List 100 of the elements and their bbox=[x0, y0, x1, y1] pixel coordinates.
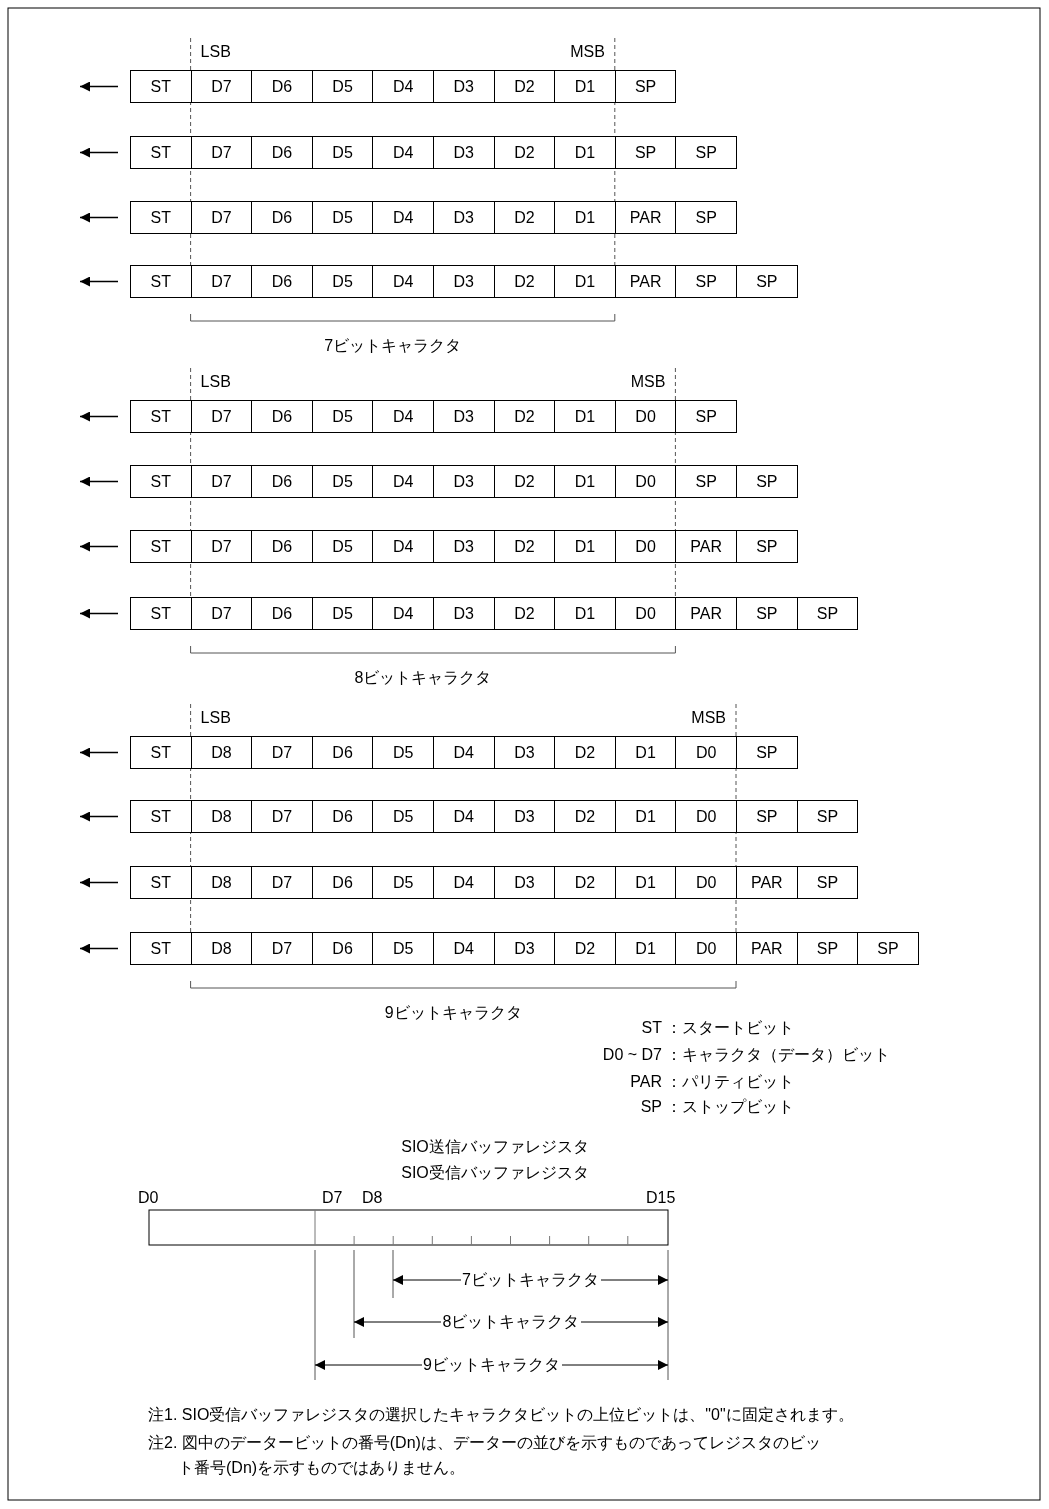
bit-field-cell: SP bbox=[675, 400, 737, 433]
bit-field-cell: SP bbox=[675, 201, 737, 234]
bit-field-cell: D5 bbox=[311, 465, 374, 498]
bit-field-cell: D6 bbox=[311, 736, 374, 769]
bit-field-cell: PAR bbox=[736, 866, 798, 899]
bit-field-cell: D4 bbox=[372, 70, 434, 103]
bit-field-cell: D4 bbox=[372, 400, 434, 433]
bit-field-cell: D5 bbox=[311, 201, 374, 234]
bit-field-cell: SP bbox=[675, 136, 737, 169]
bit-field-cell: D3 bbox=[433, 265, 495, 298]
bit-field-cell: SP bbox=[614, 136, 677, 169]
bit-field-cell: D5 bbox=[311, 136, 374, 169]
lsb-label: LSB bbox=[200, 708, 231, 728]
bit-field-cell: D6 bbox=[311, 932, 374, 965]
bit-field-cell: D1 bbox=[554, 597, 616, 630]
bit-field-cell: ST bbox=[130, 136, 192, 169]
bit-field-cell: D2 bbox=[493, 70, 556, 103]
bit-field-cell: D4 bbox=[372, 136, 434, 169]
bit-field-cell: D6 bbox=[251, 70, 313, 103]
bit-field-cell: D7 bbox=[251, 866, 313, 899]
bit-field-cell: SP bbox=[796, 932, 859, 965]
bit-field-cell: D5 bbox=[372, 866, 434, 899]
bit-field-cell: D5 bbox=[372, 932, 434, 965]
bit-field-cell: D1 bbox=[554, 70, 616, 103]
character-length-label: 7ビットキャラクタ bbox=[323, 336, 463, 356]
bit-field-cell: D4 bbox=[372, 201, 434, 234]
legend-term: SP bbox=[640, 1097, 662, 1117]
bit-field-cell: D4 bbox=[433, 932, 495, 965]
bit-field-cell: D3 bbox=[433, 400, 495, 433]
bit-field-cell: PAR bbox=[614, 265, 677, 298]
bit-field-cell: D4 bbox=[372, 530, 434, 563]
bit-field-cell: D2 bbox=[554, 932, 616, 965]
bit-field-cell: ST bbox=[130, 597, 192, 630]
bit-field-cell: D0 bbox=[675, 866, 737, 899]
bit-field-cell: D7 bbox=[190, 201, 253, 234]
bit-field-cell: D7 bbox=[190, 530, 253, 563]
bit-field-cell: D3 bbox=[493, 800, 556, 833]
bit-field-cell: ST bbox=[130, 530, 192, 563]
bit-field-cell: D6 bbox=[251, 136, 313, 169]
bit-field-cell: ST bbox=[130, 70, 192, 103]
bit-field-cell: D2 bbox=[493, 265, 556, 298]
bit-field-cell: D1 bbox=[614, 736, 677, 769]
bit-field-cell: D7 bbox=[251, 932, 313, 965]
bit-field-cell: D3 bbox=[433, 530, 495, 563]
bit-field-cell: SP bbox=[614, 70, 677, 103]
bit-field-cell: ST bbox=[130, 265, 192, 298]
bit-field-cell: D1 bbox=[554, 400, 616, 433]
bit-field-cell: SP bbox=[857, 932, 919, 965]
bit-field-cell: D7 bbox=[190, 400, 253, 433]
bit-field-cell: D5 bbox=[372, 736, 434, 769]
bit-field-cell: SP bbox=[675, 465, 737, 498]
bit-field-cell: D7 bbox=[251, 736, 313, 769]
bit-field-cell: D2 bbox=[493, 597, 556, 630]
bit-field-cell: D5 bbox=[311, 70, 374, 103]
msb-label: MSB bbox=[570, 42, 605, 62]
bit-field-cell: SP bbox=[796, 866, 859, 899]
note-text: 注1. SIO受信バッファレジスタの選択したキャラクタビットの上位ビットは、"0"に固定されます。 bbox=[148, 1405, 854, 1425]
legend-description: ：ストップビット bbox=[666, 1097, 794, 1117]
character-length-label: 9ビットキャラクタ bbox=[383, 1003, 523, 1023]
bit-field-cell: D2 bbox=[493, 201, 556, 234]
bit-field-cell: D1 bbox=[614, 800, 677, 833]
legend-term: ST bbox=[641, 1018, 662, 1038]
bit-field-cell: D5 bbox=[372, 800, 434, 833]
bit-field-cell: D3 bbox=[493, 932, 556, 965]
bit-field-cell: D8 bbox=[190, 932, 253, 965]
bit-field-cell: D3 bbox=[433, 136, 495, 169]
legend-description: ：スタートビット bbox=[666, 1018, 794, 1038]
bit-field-cell: SP bbox=[736, 530, 798, 563]
bit-field-cell: D1 bbox=[554, 465, 616, 498]
bit-field-cell: D3 bbox=[433, 201, 495, 234]
bit-number-label: D8 bbox=[362, 1188, 383, 1208]
bit-number-label: D0 bbox=[138, 1188, 159, 1208]
bit-field-cell: D3 bbox=[493, 736, 556, 769]
legend-term: PAR bbox=[630, 1072, 662, 1092]
bit-field-cell: ST bbox=[130, 465, 192, 498]
bit-field-cell: SP bbox=[736, 465, 798, 498]
bit-field-cell: ST bbox=[130, 932, 192, 965]
bit-field-cell: D1 bbox=[554, 201, 616, 234]
bit-field-cell: D2 bbox=[493, 400, 556, 433]
bit-field-cell: SP bbox=[796, 597, 859, 630]
bit-field-cell: ST bbox=[130, 866, 192, 899]
bit-field-cell: D0 bbox=[614, 597, 677, 630]
bit-field-cell: D6 bbox=[311, 866, 374, 899]
bit-field-cell: D1 bbox=[614, 866, 677, 899]
bit-field-cell: D2 bbox=[554, 800, 616, 833]
bit-field-cell: PAR bbox=[614, 201, 677, 234]
bit-field-cell: ST bbox=[130, 736, 192, 769]
bit-field-cell: D2 bbox=[493, 530, 556, 563]
register-title: SIO送信バッファレジスタ bbox=[400, 1137, 590, 1157]
legend-description: ：キャラクタ（データ）ビット bbox=[666, 1045, 890, 1065]
bit-field-cell: SP bbox=[796, 800, 859, 833]
bit-field-cell: D7 bbox=[190, 136, 253, 169]
bit-field-cell: D3 bbox=[433, 597, 495, 630]
bit-field-cell: SP bbox=[736, 265, 798, 298]
bit-field-cell: D6 bbox=[251, 465, 313, 498]
bit-field-cell: D7 bbox=[190, 465, 253, 498]
bit-field-cell: SP bbox=[675, 265, 737, 298]
legend-description: ：パリティビット bbox=[666, 1072, 794, 1092]
dimension-label: 9ビットキャラクタ bbox=[421, 1355, 562, 1375]
bit-field-cell: D5 bbox=[311, 597, 374, 630]
